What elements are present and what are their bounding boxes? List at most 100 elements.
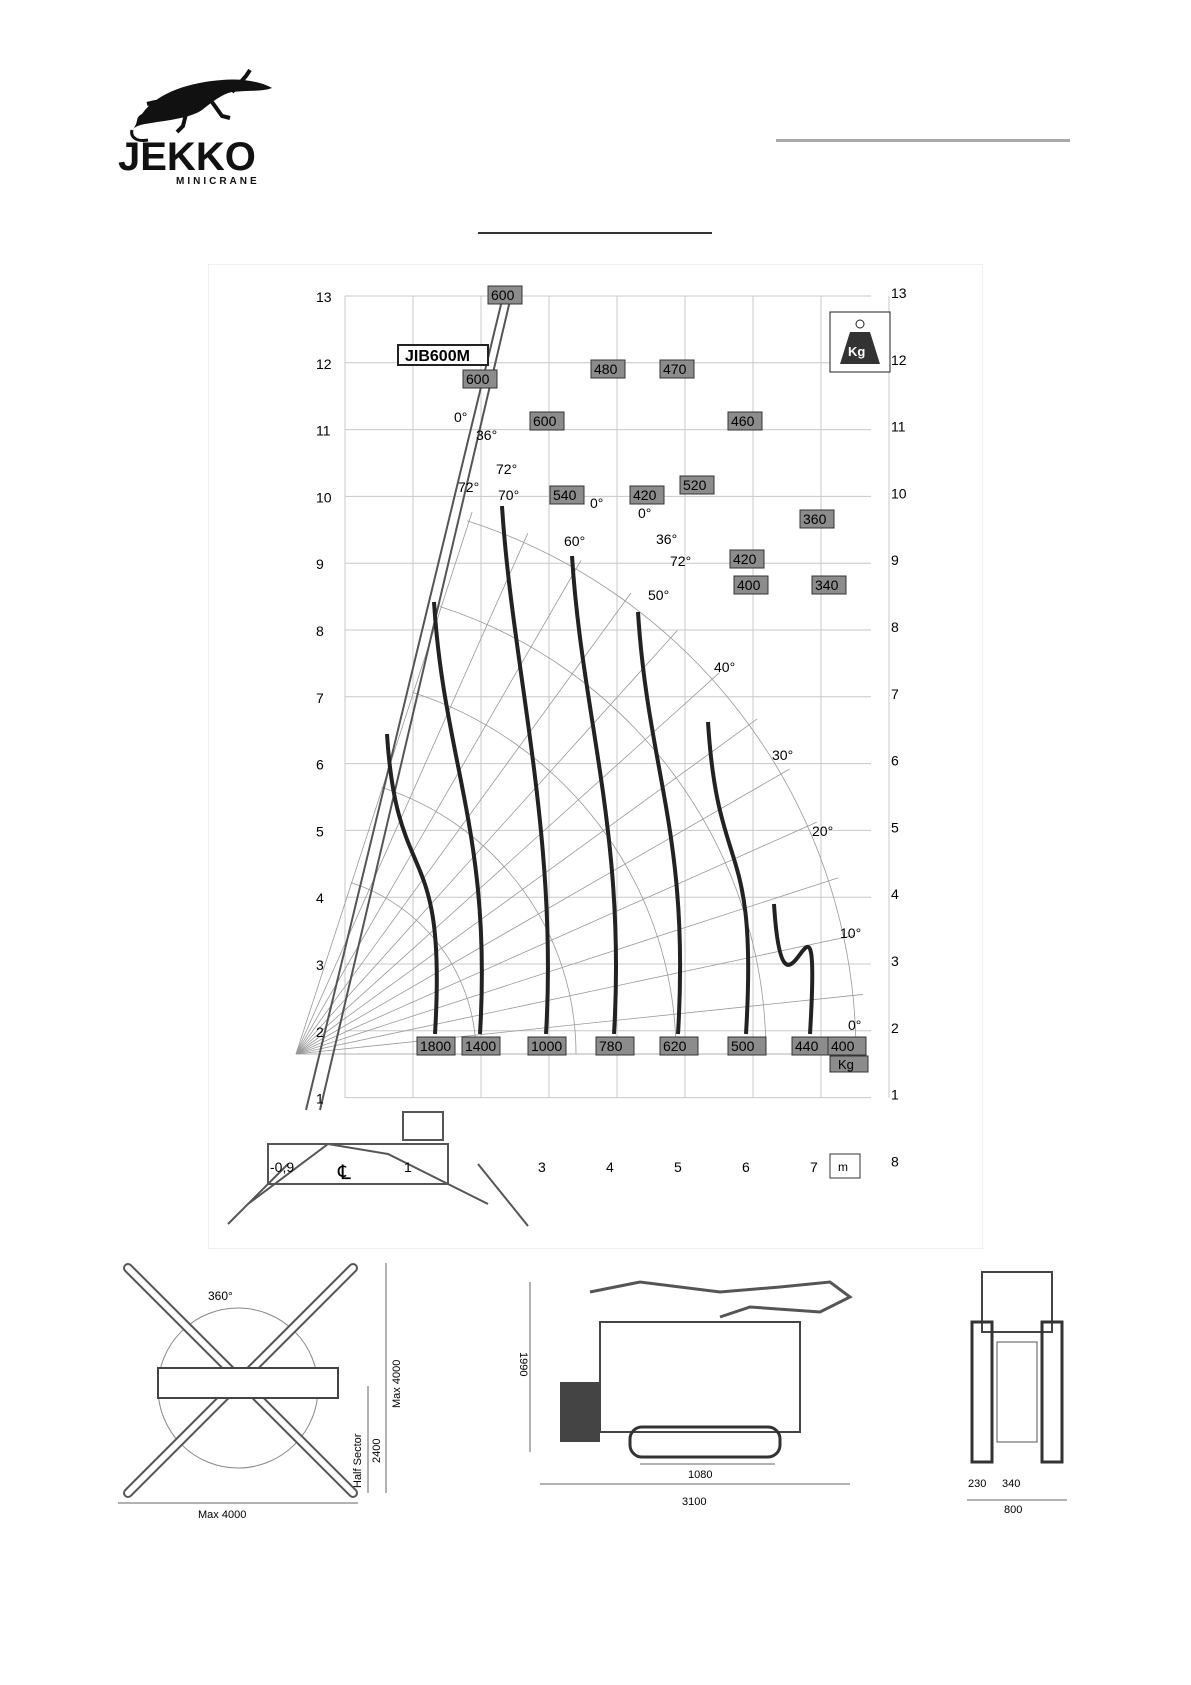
- jib-load-box: [462, 369, 498, 389]
- capacity-label: 780: [599, 1038, 623, 1054]
- angle-ray: [295, 630, 678, 1055]
- angle-ray: [295, 533, 529, 1055]
- y-tick-right: 8: [891, 619, 899, 635]
- boom-angle-label: 30°: [772, 747, 793, 763]
- jib-load-box: [487, 285, 523, 305]
- y-tick-left: 3: [316, 957, 324, 973]
- jib-load-label: 520: [683, 477, 707, 493]
- y-tick-left: 1: [316, 1091, 324, 1107]
- weight-icon: Kg: [829, 311, 891, 373]
- jib-load-label: 480: [594, 361, 618, 377]
- jib-angle-label: 0°: [638, 505, 651, 521]
- y-tick-right: 12: [891, 352, 907, 368]
- jib-load-label: 420: [633, 487, 657, 503]
- radius-arc: [439, 606, 767, 1055]
- y-tick-left: 13: [316, 289, 332, 305]
- jib-load-box: [659, 359, 695, 379]
- jib-angle-label: 72°: [670, 553, 691, 569]
- angle-ray: [295, 877, 839, 1055]
- y-tick-left: 2: [316, 1024, 324, 1040]
- y-tick-right: 1: [891, 1087, 899, 1103]
- jib-load-box: [811, 575, 847, 595]
- capacity-label-box: [527, 1036, 567, 1056]
- side-track: 1080: [688, 1469, 712, 1481]
- jib-load-box: [549, 485, 585, 505]
- y-tick-left: 10: [316, 489, 332, 505]
- y-tick-left: 7: [316, 690, 324, 706]
- angle-ray: [295, 672, 720, 1055]
- capacity-label: 440: [795, 1038, 819, 1054]
- boom-angle-label: 70°: [498, 487, 519, 503]
- rear-dim-a: 230: [968, 1478, 986, 1490]
- jib-load-label: 600: [466, 371, 490, 387]
- y-tick-right: 10: [891, 485, 907, 501]
- boom-angle-rays: [295, 511, 866, 1055]
- y-tick-right: 5: [891, 819, 899, 835]
- boom-angle-label: 10°: [840, 925, 861, 941]
- y-tick-right: 4: [891, 886, 899, 902]
- boom-angle-label: 0°: [848, 1017, 861, 1033]
- angle-ray: [295, 935, 854, 1055]
- x-tick: 7: [810, 1159, 818, 1175]
- centerline-symbol: ℄: [337, 1162, 351, 1184]
- capacity-curve: [706, 721, 751, 1035]
- top-max-width: Max 4000: [198, 1509, 246, 1520]
- capacity-label-box: [461, 1036, 501, 1056]
- y-tick-left: 8: [316, 623, 324, 639]
- capacity-label-box: [727, 1036, 767, 1056]
- side-length: 3100: [682, 1496, 706, 1508]
- y-tick-left: 5: [316, 823, 324, 839]
- x-tick: 6: [742, 1159, 750, 1175]
- capacity-label-box: [659, 1036, 699, 1056]
- brand-name: JEKKO: [118, 135, 256, 179]
- jib-load-label: 400: [737, 577, 761, 593]
- x-tick: 5: [674, 1159, 682, 1175]
- jib-load-label: 340: [815, 577, 839, 593]
- jib-angle-label: 36°: [656, 531, 677, 547]
- rear-width: 800: [1004, 1504, 1022, 1516]
- rear-view-drawing: 230 340 800: [967, 1271, 1067, 1516]
- rear-dim-b: 340: [1002, 1478, 1020, 1490]
- capacity-curve: [500, 505, 550, 1035]
- boom-angle-label: 20°: [812, 823, 833, 839]
- jib-load-box: [679, 475, 715, 495]
- y-tick-right: 3: [891, 953, 899, 969]
- half-sector-value: 2400: [371, 1439, 383, 1463]
- capacity-curve: [432, 601, 484, 1035]
- capacity-label: 1800: [420, 1038, 451, 1054]
- angle-ray: [295, 821, 817, 1055]
- jib-load-label: 600: [491, 287, 515, 303]
- angle-arcs: [350, 520, 857, 1055]
- capacity-unit-box: [829, 1055, 869, 1073]
- angle-ray: [295, 718, 758, 1055]
- capacity-label: 1400: [465, 1038, 496, 1054]
- jib-load-label: 420: [733, 551, 757, 567]
- capacity-label: 400: [831, 1038, 855, 1054]
- capacity-curve: [385, 733, 439, 1035]
- y-tick-left: 12: [316, 356, 332, 372]
- jib-load-label: 460: [731, 413, 755, 429]
- boom-angle-label: 60°: [564, 533, 585, 549]
- y-tick-right: 13: [891, 285, 907, 301]
- radius-arc: [381, 787, 577, 1055]
- boom-angle-label: 50°: [648, 587, 669, 603]
- half-sector-label: Half Sector: [352, 1433, 364, 1488]
- capacity-label: 1000: [531, 1038, 562, 1054]
- x-tick: -0,9: [270, 1159, 294, 1175]
- jib-load-label: 540: [553, 487, 577, 503]
- capacity-label-box: [595, 1036, 635, 1056]
- radius-arc: [412, 691, 677, 1055]
- jib-load-label: 600: [533, 413, 557, 429]
- top-max-height: Max 4000: [391, 1360, 403, 1408]
- capacity-label: 620: [663, 1038, 687, 1054]
- y-tick-right: 9: [891, 552, 899, 568]
- jib-load-label: 470: [663, 361, 687, 377]
- jib-load-box: [799, 509, 835, 529]
- jekko-logo: JEKKO MINICRANE: [118, 68, 272, 187]
- boom-angle-label: 72°: [458, 479, 479, 495]
